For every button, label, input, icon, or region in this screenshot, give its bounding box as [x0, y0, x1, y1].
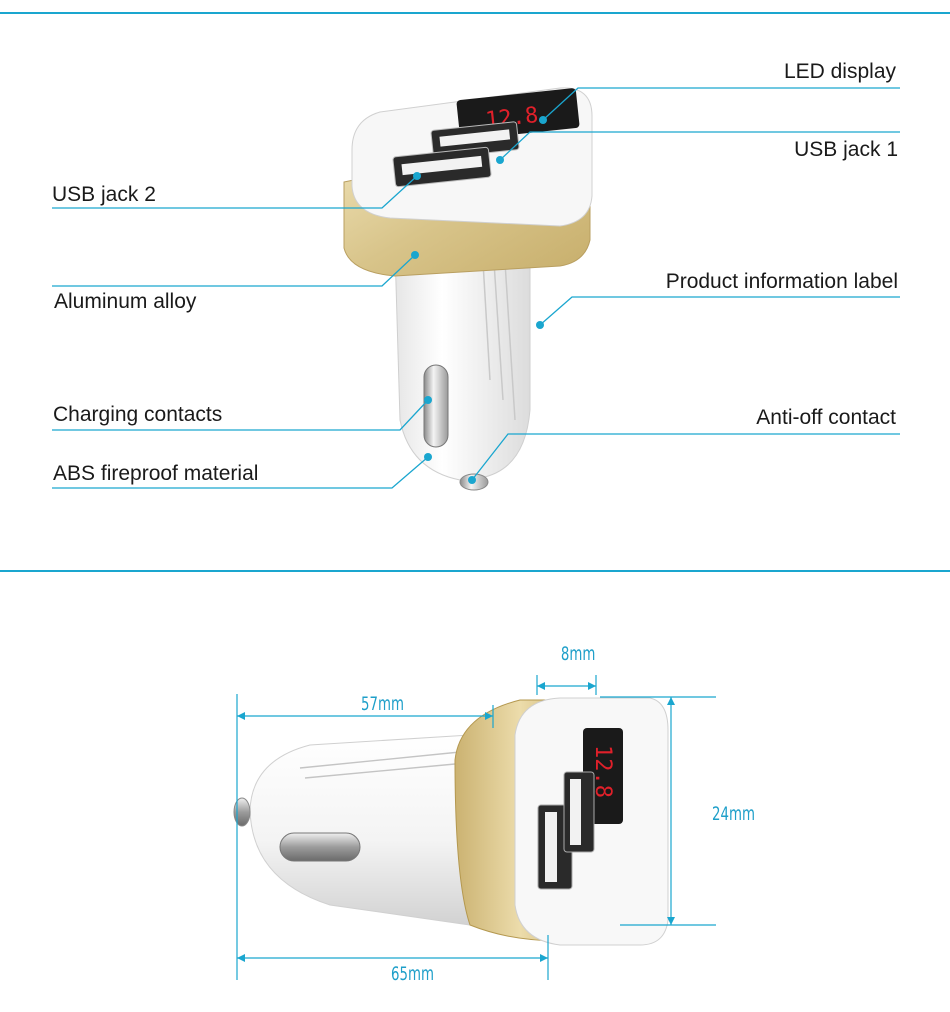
callout-led-display: LED display	[783, 60, 896, 83]
dimension-height: 24mm	[712, 803, 756, 825]
callout-usb-jack-2: USB jack 2	[52, 183, 156, 206]
callout-anti-off-contact: Anti-off contact	[756, 406, 896, 429]
dimension-depth: 8mm	[560, 643, 596, 665]
middle-divider	[0, 570, 950, 572]
top-divider	[0, 12, 950, 14]
callout-product-information-label: Product information label	[665, 270, 898, 293]
callout-charging-contacts: Charging contacts	[53, 403, 223, 426]
callout-aluminum-alloy: Aluminum alloy	[54, 290, 197, 313]
callout-usb-jack-1: USB jack 1	[794, 138, 898, 161]
callout-abs-fireproof-material: ABS fireproof material	[53, 462, 259, 485]
dimension-body-length: 57mm	[361, 693, 405, 715]
charger-callout-illustration: 12.8	[52, 87, 900, 491]
dimension-total-length: 65mm	[391, 963, 435, 985]
